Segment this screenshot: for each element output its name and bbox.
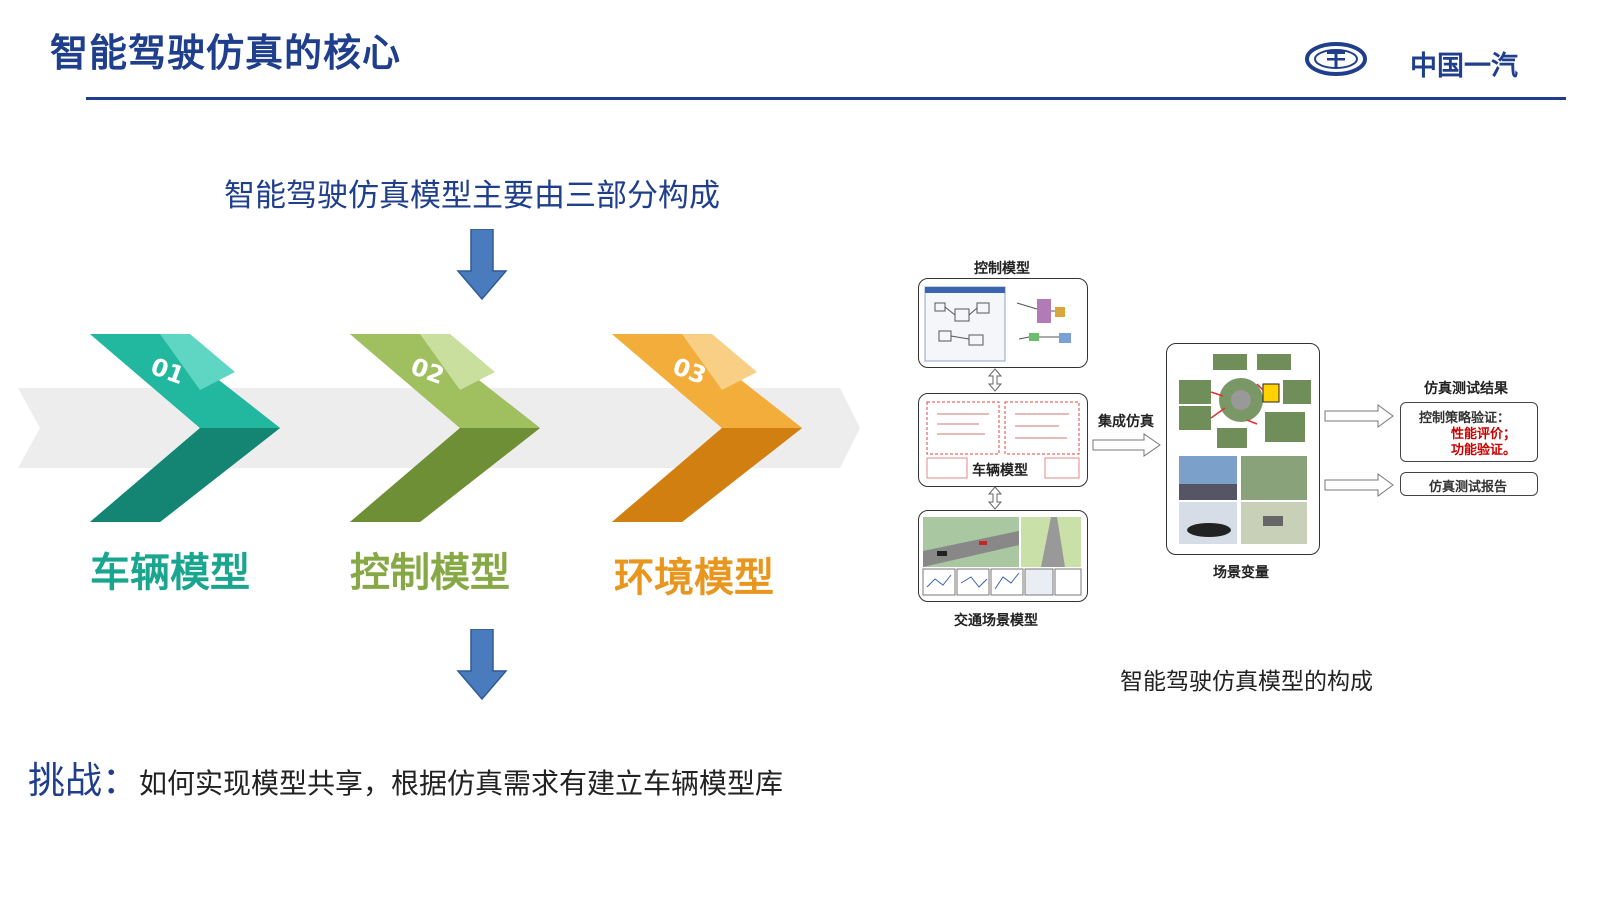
diagram-vehicle-model-label: 车辆模型: [972, 463, 1028, 479]
control-model-thumbnail: [918, 278, 1088, 368]
results-box: 控制策略验证： 性能评价； 功能验证。: [1400, 402, 1538, 462]
title-divider: [86, 97, 1566, 100]
right-arrow-icon: [1092, 433, 1161, 457]
scene-variables-thumbnail: [1166, 343, 1320, 555]
traffic-scene-thumbnail: [918, 510, 1088, 602]
right-arrow-icon: [1324, 404, 1394, 428]
report-label: 仿真测试报告: [1429, 480, 1508, 495]
page-title: 智能驾驶仿真的核心: [50, 31, 402, 75]
results-line-2: 性能评价；: [1451, 427, 1517, 442]
double-arrow-icon: [987, 486, 1003, 510]
challenge-label: 挑战：: [28, 759, 139, 802]
faw-logo-icon: [1305, 42, 1367, 76]
part-label-environment: 环境模型: [614, 555, 774, 601]
diagram-control-model-label: 控制模型: [974, 261, 1030, 277]
diagram-scene-variables-label: 场景变量: [1213, 565, 1269, 581]
results-line-1: 控制策略验证：: [1419, 411, 1511, 426]
chevron-01: [90, 334, 280, 522]
subtitle: 智能驾驶仿真模型主要由三部分构成: [224, 178, 720, 214]
diagram-traffic-scene-label: 交通场景模型: [954, 613, 1038, 629]
chevron-02: [350, 334, 540, 522]
down-arrow-icon: [456, 629, 508, 701]
right-arrow-icon: [1324, 473, 1394, 497]
challenge-text: 如何实现模型共享，根据仿真需求有建立车辆模型库: [139, 767, 784, 800]
part-label-control: 控制模型: [350, 550, 510, 596]
diagram-caption: 智能驾驶仿真模型的构成: [1120, 669, 1373, 695]
logo-text: 中国一汽: [1410, 51, 1518, 82]
results-line-3: 功能验证。: [1451, 443, 1517, 458]
diagram-results-title: 仿真测试结果: [1424, 381, 1508, 397]
down-arrow-icon: [456, 229, 508, 301]
diagram-integrated-sim-label: 集成仿真: [1098, 414, 1154, 430]
vehicle-model-thumbnail: [918, 393, 1088, 487]
chevron-03: [612, 334, 802, 522]
report-box: 仿真测试报告: [1400, 472, 1538, 496]
challenge-line: 挑战：如何实现模型共享，根据仿真需求有建立车辆模型库: [28, 750, 783, 804]
part-label-vehicle: 车辆模型: [90, 550, 250, 596]
chevron-process: 01 02 03: [18, 334, 860, 522]
double-arrow-icon: [987, 368, 1003, 392]
